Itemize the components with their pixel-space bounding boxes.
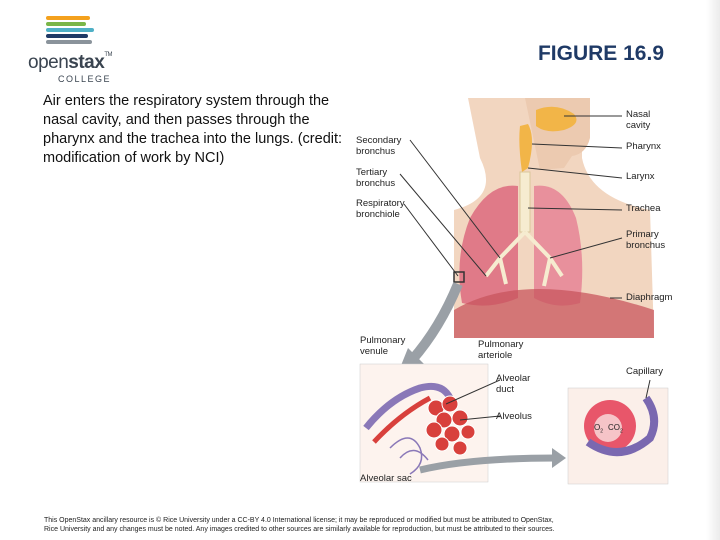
license-footer: This OpenStax ancillary resource is © Ri… [44,516,644,534]
diagram-illustration [359,98,669,485]
label-line: Nasal [626,109,651,120]
leader-line [531,143,623,149]
label-secondary-bronchus: Secondary bronchus [356,135,402,157]
zoom-arrow-head [400,348,424,368]
o2-text: O [594,423,601,432]
leader-line [527,207,623,211]
label-pulmonary-venule: Pulmonary venule [360,335,406,357]
slide-edge-shadow [706,0,720,540]
label-line: Larynx [626,171,655,182]
logo-stripe [46,16,90,20]
arteriole-vessel [372,395,432,444]
venule-vessel [363,382,454,431]
label-line: Alveolar [496,373,531,384]
capillary-detail-vessel [585,395,659,457]
label-line: cavity [626,119,651,131]
leader-line [645,379,651,399]
label-alveolus: Alveolus [496,411,532,423]
label-pulmonary-arteriole: Pulmonary arteriole [478,339,524,361]
label-line: venule [360,345,388,357]
logo-college: COLLEGE [58,74,112,84]
label-line: arteriole [478,349,513,361]
trachea-shape [519,171,531,233]
zoom-arrow [408,282,463,364]
magnify-box [453,271,465,283]
label-line: Primary [626,229,659,240]
label-line: Tertiary [356,167,388,178]
label-primary-bronchus: Primary bronchus [626,229,666,251]
license-line-2: Rice University and any changes must be … [44,526,555,533]
leader-line [399,173,487,277]
label-nasal-cavity: Nasal cavity [626,109,651,131]
logo-stripe [46,28,94,32]
co2-text: CO [608,423,620,432]
logo-tm: TM [104,52,112,58]
label-capillary: Capillary [626,366,663,378]
label-line: duct [496,383,514,395]
nasal-cavity-shape [536,106,577,132]
logo-stripe [46,34,88,38]
label-line: Alveolus [496,411,532,422]
label-alveolar-sac: Alveolar sac [360,473,412,485]
logo-wordmark: openstaxTM [28,52,112,74]
label-line: bronchiole [356,208,400,220]
alveolus-lumen [594,414,622,442]
label-line: bronchus [356,177,396,189]
label-respiratory-bronchiole: Respiratory bronchiole [356,198,405,220]
license-line-1: This OpenStax ancillary resource is © Ri… [44,517,554,524]
logo-stripe [46,40,92,44]
label-pharynx: Pharynx [626,141,661,153]
figure-caption: Air enters the respiratory system throug… [43,93,343,166]
leader-line [527,167,623,179]
label-larynx: Larynx [626,171,655,183]
logo-word-light: open [28,52,69,73]
label-trachea: Trachea [626,203,661,215]
leader-line [459,415,501,421]
logo-stripe [46,22,86,26]
logo-word-bold: stax [68,52,105,73]
figure-title: FIGURE 16.9 [537,42,664,65]
label-o2: O2 [594,423,603,437]
respiratory-system-diagram: Nasal cavity Pharynx Larynx Trachea Prim… [350,98,680,490]
label-line: Pulmonary [360,335,406,346]
label-line: Trachea [626,203,661,214]
openstax-logo: openstaxTM COLLEGE [28,16,128,84]
bronchial-tree [484,230,564,287]
label-diaphragm: Diaphragm [626,292,673,304]
label-line: O2 [594,423,604,435]
label-line: CO2 [608,423,623,435]
detail-arrow-head [552,448,566,468]
label-line: Secondary [356,135,402,146]
label-alveolar-duct: Alveolar duct [496,373,531,395]
label-line: bronchus [356,145,396,157]
leader-line [549,237,623,259]
label-line: Pharynx [626,141,661,152]
capillary-network [389,437,429,475]
label-co2: CO2 [608,423,623,437]
label-line: Pulmonary [478,339,524,350]
detail-arrow [419,454,557,474]
logo-stripes-icon [46,16,94,46]
label-tertiary-bronchus: Tertiary bronchus [356,167,396,189]
pharynx-shape [519,124,532,172]
label-line: Capillary [626,366,663,377]
label-line: Diaphragm [626,292,673,303]
leader-line [409,139,501,259]
leader-line [403,203,459,277]
leader-line [445,379,501,405]
label-line: Alveolar sac [360,473,412,484]
diaphragm-shape [454,289,654,338]
label-line: Respiratory [356,198,405,209]
label-line: bronchus [626,239,666,251]
